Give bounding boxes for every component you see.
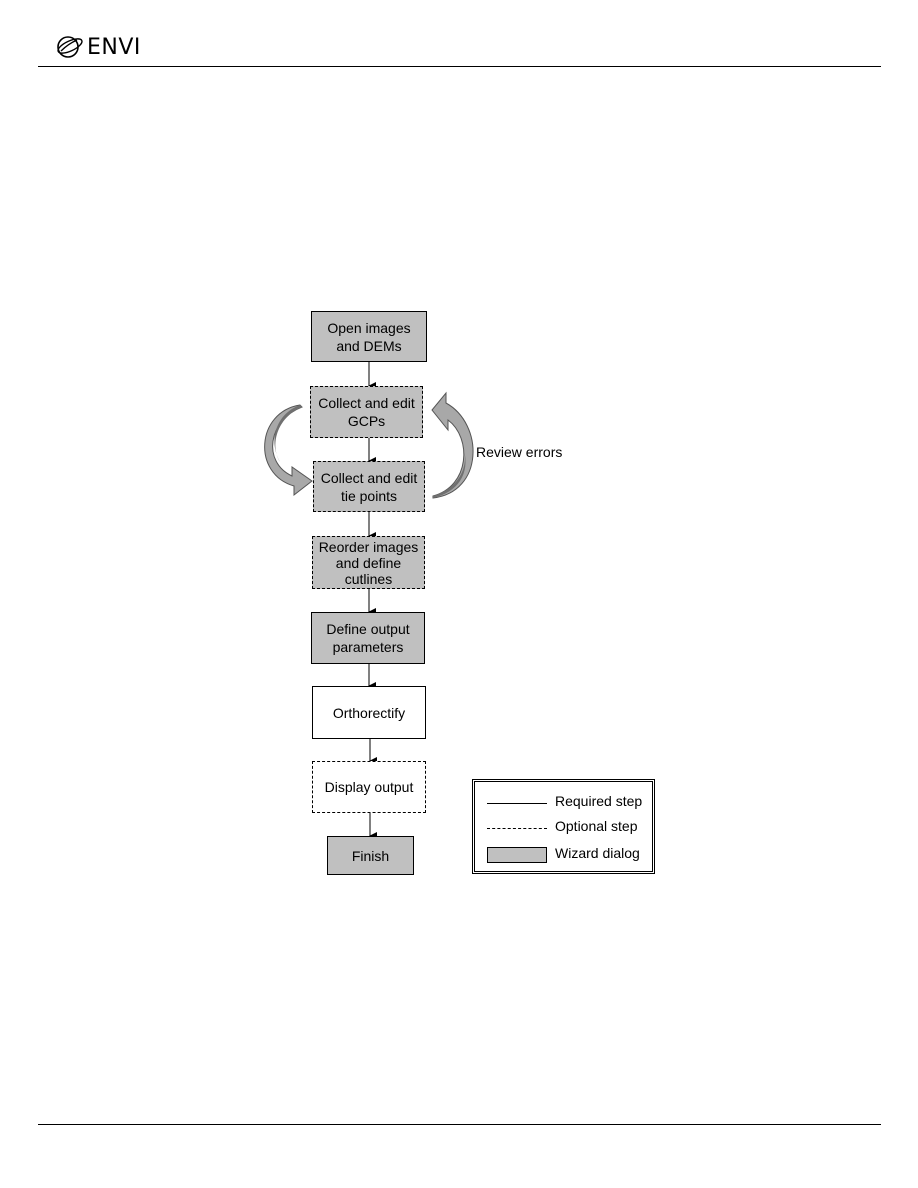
right-loop-arrow-icon <box>431 391 474 499</box>
step-open-images-label: Open images and DEMs <box>327 319 411 354</box>
left-loop-arrow-icon <box>264 404 313 497</box>
connector-arrows <box>368 361 377 840</box>
step-open-images: Open images and DEMs <box>311 311 427 362</box>
legend-required-label: Required step <box>555 793 643 809</box>
wizard-swatch-icon <box>487 847 547 863</box>
step-orthorectify-label: Orthorectify <box>332 704 406 721</box>
step-orthorectify: Orthorectify <box>312 686 426 739</box>
legend-wizard-label: Wizard dialog <box>555 845 640 861</box>
header-rule <box>38 66 881 67</box>
step-reorder-images: Reorder images and define cutlines <box>312 536 425 589</box>
legend-required: Required step <box>475 793 652 813</box>
step-collect-tie-points-label: Collect and edit tie points <box>320 469 418 504</box>
step-define-output-label: Define output parameters <box>326 621 410 655</box>
footer-rule <box>38 1124 881 1125</box>
step-reorder-images-label: Reorder images and define cutlines <box>318 538 419 587</box>
step-define-output: Define output parameters <box>311 612 425 664</box>
logo-text: ENVI <box>87 34 141 60</box>
globe-logo-icon <box>57 36 83 58</box>
step-collect-tie-points: Collect and edit tie points <box>313 461 425 512</box>
legend-optional-label: Optional step <box>555 818 638 834</box>
envi-logo: ENVI <box>55 33 141 61</box>
legend-optional: Optional step <box>475 818 652 838</box>
step-collect-gcps: Collect and edit GCPs <box>310 386 423 438</box>
step-finish: Finish <box>327 836 414 875</box>
page-header: ENVI <box>0 0 918 70</box>
dashed-line-icon <box>487 828 547 829</box>
step-finish-label: Finish <box>351 847 390 864</box>
legend-wizard: Wizard dialog <box>475 845 652 865</box>
step-display-output: Display output <box>312 761 426 813</box>
step-display-output-label: Display output <box>324 779 414 795</box>
review-errors-label: Review errors <box>476 444 563 460</box>
solid-line-icon <box>487 803 547 804</box>
legend: Required step Optional step Wizard dialo… <box>472 779 655 874</box>
step-collect-gcps-label: Collect and edit GCPs <box>318 395 415 429</box>
